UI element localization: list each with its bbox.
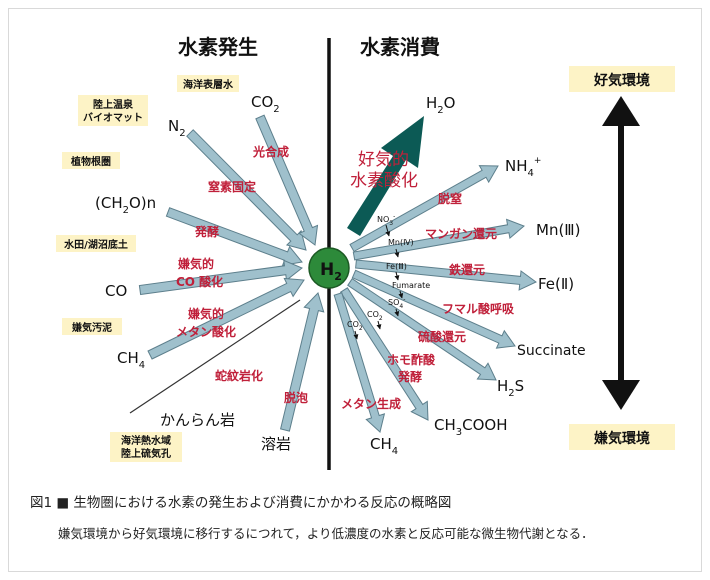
consumption-arrow-4	[351, 269, 516, 349]
acceptor-fe3: Fe(Ⅲ)	[386, 262, 407, 271]
production-arrow-2	[255, 114, 319, 246]
process-serpentinization: 蛇紋岩化	[215, 368, 263, 383]
process-sulfate-reduction: 硫酸還元	[418, 329, 466, 344]
consumption-arrow-5	[347, 278, 497, 381]
acceptor-fumarate: Fumarate	[392, 281, 430, 290]
habitat-box	[177, 75, 239, 92]
process-denitrification: 脱窒	[438, 191, 462, 206]
consumption-process-labels: 脱窒 マンガン還元 鉄還元 フマル酸呼吸 硫酸還元 ホモ酢酸 発酵 メタン生成	[341, 191, 515, 411]
habitat-rhizosphere: 植物根圏	[70, 155, 111, 168]
anaerobic-env-box	[569, 424, 675, 450]
process-manganese-reduction: マンガン還元	[425, 226, 497, 241]
process-nitrogen-fixation: 窒素固定	[208, 179, 256, 194]
header-production: 水素発生	[178, 35, 258, 59]
process-methanogenesis: メタン生成	[341, 396, 401, 411]
aerobic-oxidation-line2: 水素酸化	[350, 171, 418, 191]
habitat-solfatara: 陸上硫気孔	[121, 447, 171, 460]
consumption-arrows	[333, 165, 537, 433]
acceptor-co2-b: CO2	[347, 320, 363, 332]
product-acetate: CH3COOH	[434, 416, 508, 438]
product-nh4: NH4+	[505, 156, 541, 179]
source-ch4: CH4	[117, 349, 145, 371]
production-arrow-4	[138, 259, 303, 296]
habitat-anaerobic-sludge: 嫌気汚泥	[71, 321, 112, 334]
product-h2o: H2O	[426, 94, 455, 116]
process-co-oxidation: CO 酸化	[176, 274, 223, 289]
acceptor-co2-a: CO2	[367, 310, 383, 322]
process-homoacetogenic: ホモ酢酸	[387, 352, 436, 367]
product-ch4: CH4	[370, 435, 398, 457]
aerobic-env-box	[569, 66, 675, 92]
acceptor-mn4: Mn(Ⅳ)	[388, 238, 414, 247]
process-photosynthesis: 光合成	[252, 144, 289, 159]
acceptor-labels: NO3- Mn(Ⅳ) Fe(Ⅲ) Fumarate SO4- CO2 CO2	[347, 213, 430, 332]
environment-arrow-down	[602, 380, 640, 410]
process-anaerobic-2: 嫌気的	[187, 306, 224, 321]
serpentinization-line	[129, 299, 301, 414]
h2-label: H2	[320, 260, 342, 283]
habitat-labels: 海洋表層水 陸上温泉 バイオマット 植物根圏 水田/湖沼底土 嫌気汚泥 海洋熱水…	[56, 75, 239, 462]
habitat-biomat: バイオマット	[83, 112, 143, 124]
source-peridotite: かんらん岩	[160, 411, 235, 429]
habitat-hydrothermal: 海洋熱水域	[121, 434, 171, 447]
acceptor-so4: SO4-	[388, 296, 405, 310]
product-succinate: Succinate	[517, 343, 586, 359]
process-fermentation-2: 発酵	[397, 369, 422, 384]
production-arrow-1	[186, 129, 307, 251]
habitat-box	[78, 95, 148, 126]
product-h2s: H2S	[497, 377, 524, 399]
process-anaerobic-1: 嫌気的	[177, 256, 214, 271]
product-labels: H2O NH4+ Mn(Ⅲ) Fe(Ⅱ) Succinate H2S CH3CO…	[370, 94, 586, 457]
source-n2: N2	[168, 117, 186, 139]
aerobic-oxidation-line1: 好気的	[358, 150, 409, 170]
source-co: CO	[105, 282, 127, 300]
product-mn3: Mn(Ⅲ)	[536, 221, 581, 239]
process-degassing: 脱泡	[284, 390, 308, 405]
source-labels: N2 CO2 (CH2O)n CO CH4 かんらん岩 溶岩	[95, 93, 291, 453]
h2-node	[308, 247, 350, 289]
process-fermentation: 発酵	[194, 224, 219, 239]
process-iron-reduction: 鉄還元	[449, 262, 485, 277]
anaerobic-env-label: 嫌気環境	[594, 430, 650, 447]
header-consumption: 水素消費	[360, 35, 440, 59]
production-process-labels: 光合成 窒素固定 発酵 嫌気的 CO 酸化 嫌気的 メタン酸化 蛇紋岩化 脱泡	[176, 144, 308, 405]
acceptor-no3: NO3-	[377, 213, 395, 227]
production-arrows	[138, 114, 325, 432]
production-arrow-6	[279, 292, 325, 432]
source-lava: 溶岩	[261, 435, 291, 453]
acceptor-arrows	[353, 224, 404, 340]
aerobic-env-label: 好気環境	[593, 72, 650, 89]
consumption-arrow-7	[333, 292, 386, 433]
habitat-hot-spring: 陸上温泉	[93, 98, 134, 111]
process-methane-oxidation: メタン酸化	[176, 324, 236, 339]
process-fumarate-respiration: フマル酸呼吸	[442, 301, 515, 316]
figure-note: 嫌気環境から好気環境に移行するにつれて，より低濃度の水素と反応可能な微生物代謝と…	[58, 526, 594, 541]
habitat-box	[62, 152, 120, 169]
source-co2: CO2	[251, 93, 280, 115]
consumption-arrow-3	[355, 259, 537, 291]
aerobic-oxidation-arrow	[347, 116, 424, 236]
product-fe2: Fe(Ⅱ)	[538, 275, 574, 293]
habitat-box	[62, 318, 122, 335]
habitat-marine-surface: 海洋表層水	[183, 78, 234, 91]
figure-caption: 図1 ■ 生物圏における水素の発生および消費にかかわる反応の概略図	[30, 495, 452, 511]
habitat-box	[110, 432, 182, 462]
source-ch2o: (CH2O)n	[95, 194, 156, 216]
habitat-paddy-sediment: 水田/湖沼底土	[63, 238, 128, 251]
environment-arrow-up	[602, 96, 640, 126]
production-arrow-5	[147, 277, 305, 360]
consumption-arrow-6	[339, 287, 429, 421]
habitat-box	[56, 235, 136, 252]
